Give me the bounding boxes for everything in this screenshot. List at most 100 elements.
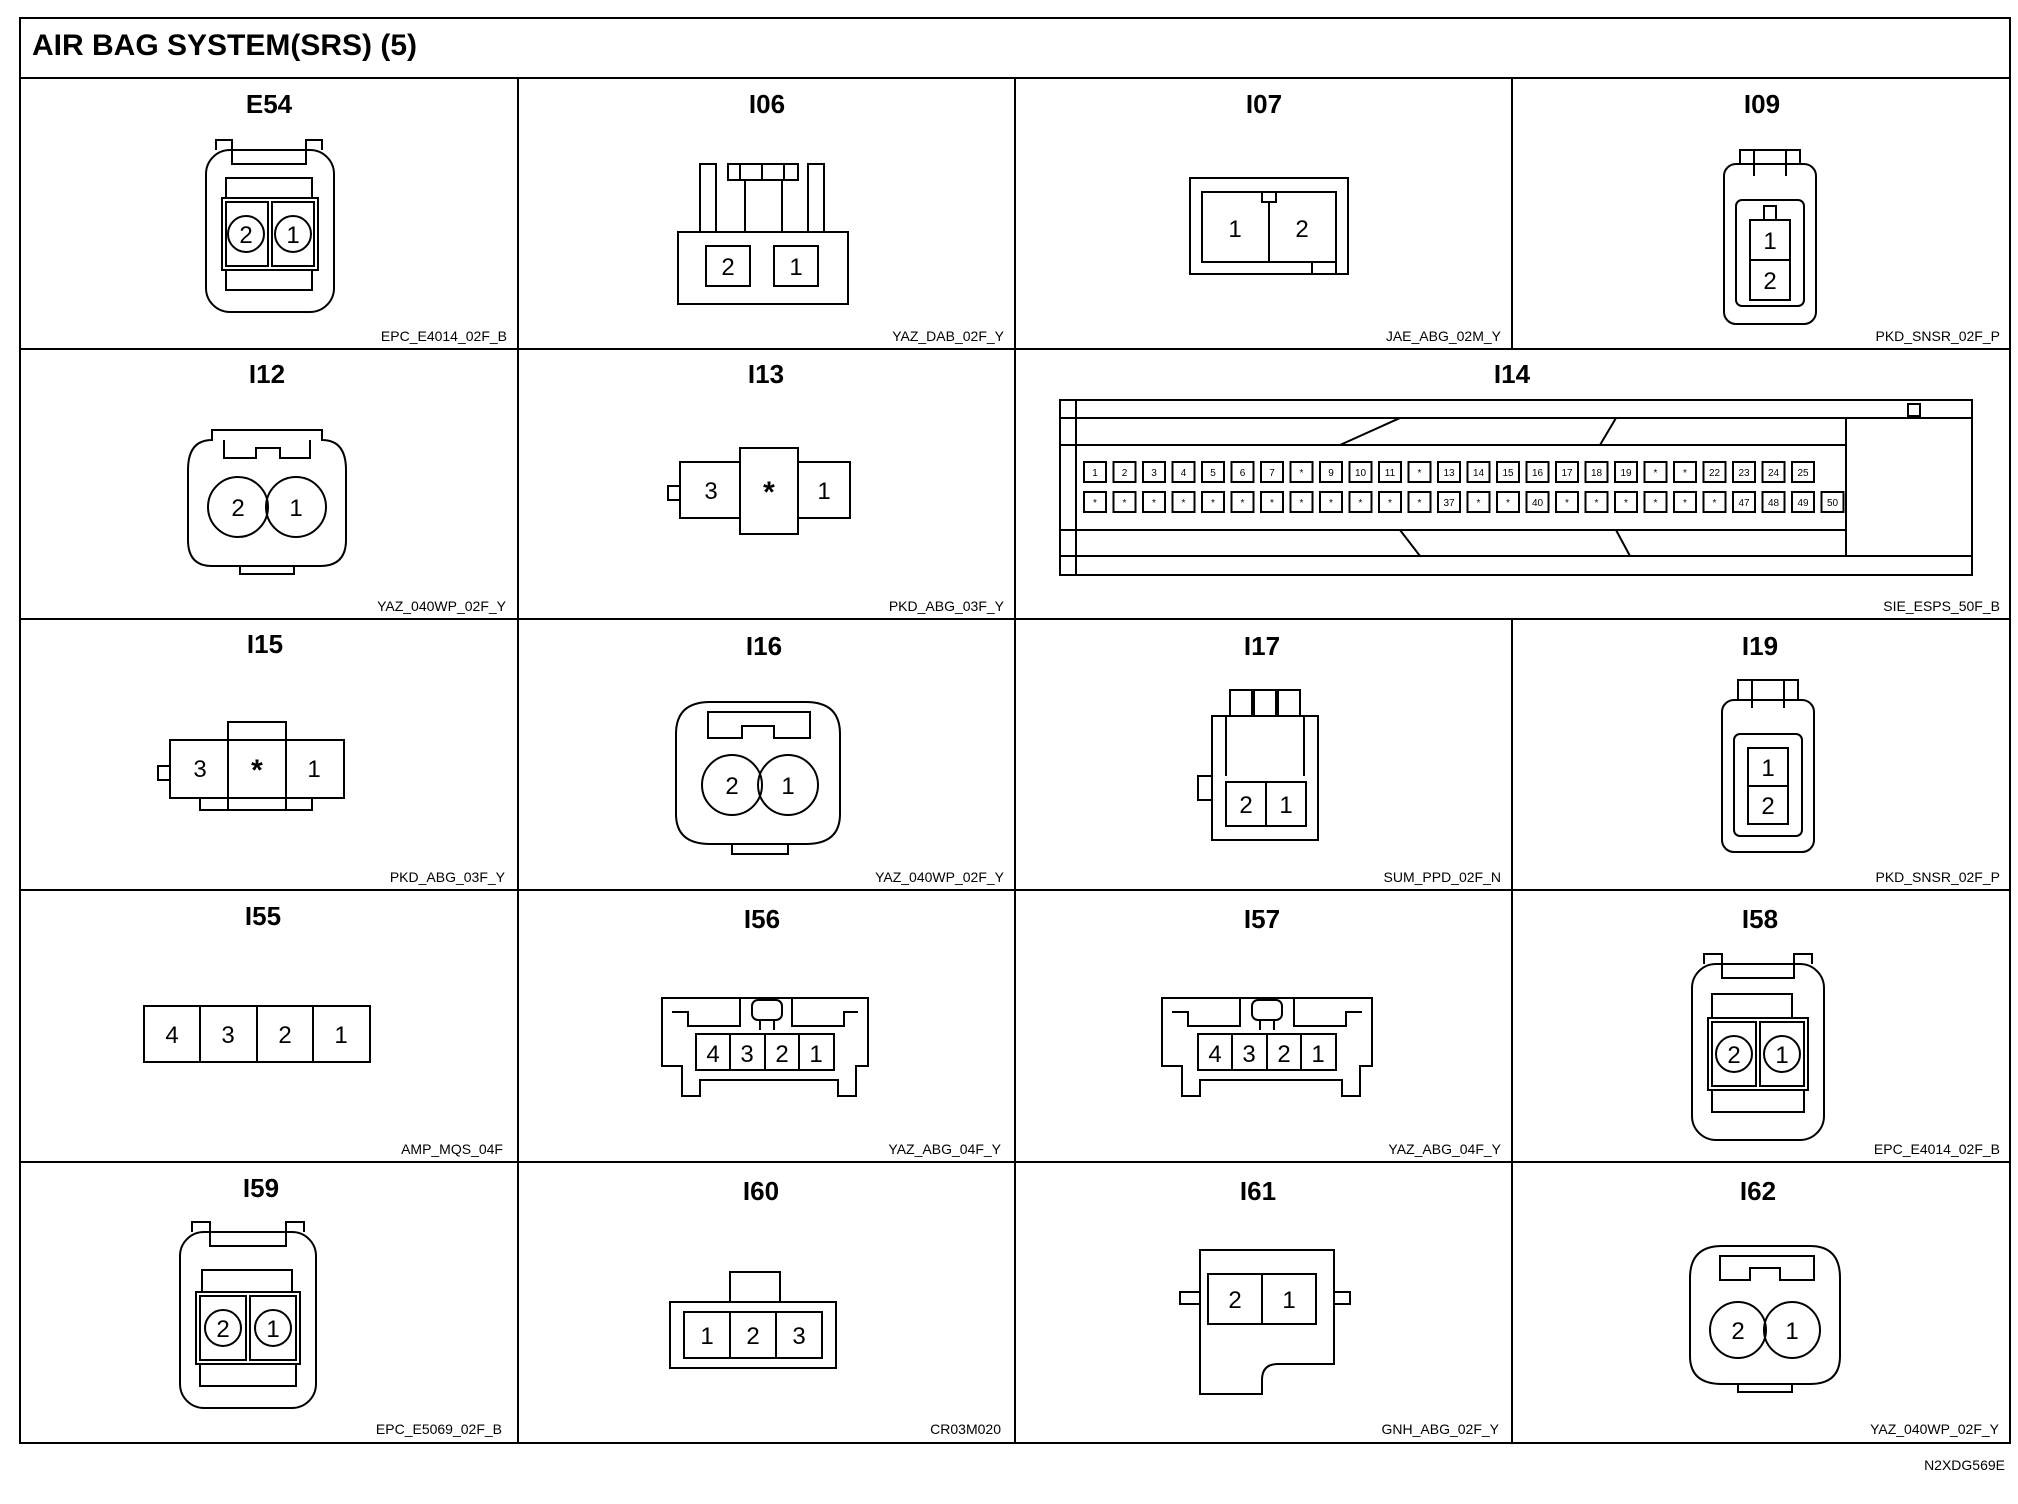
pin-label: 1 (1775, 1042, 1788, 1069)
pin-label: 1 (1282, 1287, 1295, 1314)
connector-i57: I57 YAZ_ABG_04F_Y 4 3 2 1 (1161, 904, 1502, 1157)
i14-pin-cell (1348, 491, 1373, 513)
pin-label: 2 (1727, 1042, 1740, 1069)
i14-pin-cell (1142, 491, 1166, 513)
connector-i56: I56 YAZ_ABG_04F_Y 4 3 2 1 (661, 904, 1002, 1157)
connector-id: I59 (243, 1173, 279, 1203)
pin-label: 3 (193, 756, 206, 783)
i14-pin-cell (1673, 461, 1697, 483)
i14-pin-cell (1466, 461, 1491, 483)
i14-pin-cell (1083, 491, 1107, 513)
connector-i59: I59 EPC_E5069_02F_B 2 1 (179, 1173, 502, 1437)
pin-label: 3 (704, 478, 717, 505)
i14-pin-cell (1584, 461, 1609, 483)
pin-label: 4 (1208, 1041, 1221, 1068)
i14-pin-label: 24 (1768, 468, 1780, 479)
connector-code: YAZ_ABG_04F_Y (888, 1141, 1001, 1157)
connector-id: I57 (1244, 904, 1280, 934)
i14-pin-label: * (1624, 498, 1628, 509)
page-title: AIR BAG SYSTEM(SRS) (5) (32, 29, 417, 62)
connector-id: I06 (749, 89, 785, 119)
i14-pin-label: 19 (1620, 468, 1632, 479)
pin-label: 2 (1761, 793, 1774, 820)
i14-pin-label: 13 (1443, 468, 1455, 479)
connector-code: PKD_ABG_03F_Y (889, 598, 1005, 614)
i14-pin-cell (1702, 461, 1727, 483)
i14-pin-cell (1289, 491, 1314, 513)
i14-pin-label: 14 (1473, 468, 1485, 479)
connector-code: YAZ_ABG_04F_Y (1388, 1141, 1501, 1157)
i14-pin-label: * (1182, 498, 1186, 509)
i14-pin-cell (1732, 461, 1756, 483)
connector-code: EPC_E5069_02F_B (376, 1421, 502, 1437)
connector-id: I15 (247, 629, 283, 659)
i14-pin-cell (1171, 491, 1196, 513)
pin-label: 2 (1295, 216, 1308, 243)
i14-pin-label: 47 (1738, 498, 1750, 509)
connector-id: I55 (245, 901, 281, 931)
connector-i55: I55 AMP_MQS_04F 4 3 2 1 (143, 901, 503, 1157)
i14-pin-cell (1614, 461, 1638, 483)
drawing-code: N2XDG569E (1924, 1457, 2005, 1473)
i14-pin-cell (1761, 491, 1786, 513)
connector-id: I58 (1742, 904, 1778, 934)
i14-pin-label: 25 (1797, 468, 1809, 479)
i14-pin-label: * (1270, 498, 1274, 509)
pin-label: 2 (278, 1022, 291, 1049)
i14-pin-label: 17 (1561, 468, 1573, 479)
pin-label: 1 (789, 254, 802, 281)
i14-pin-label: * (1300, 468, 1304, 479)
i14-pin-cell (1260, 461, 1284, 483)
connector-id: I09 (1744, 89, 1780, 119)
i14-pin-cell (1289, 461, 1314, 483)
pin-label: 4 (706, 1041, 719, 1068)
connector-code: PKD_ABG_03F_Y (390, 869, 506, 885)
connector-id: I17 (1244, 631, 1280, 661)
i14-pin-label: 50 (1827, 498, 1839, 509)
connector-code: PKD_SNSR_02F_P (1875, 869, 2000, 885)
i14-pin-label: 2 (1122, 468, 1128, 479)
connector-i13: I13 PKD_ABG_03F_Y 3 * 1 (667, 359, 1005, 614)
i14-pin-cell (1437, 461, 1461, 483)
connector-code: EPC_E4014_02F_B (1874, 1141, 2000, 1157)
pin-label: 3 (792, 1323, 805, 1350)
pin-label: 1 (1763, 228, 1776, 255)
pin-label: 1 (307, 756, 320, 783)
i14-pin-cell (1614, 491, 1638, 513)
connector-id: I07 (1246, 89, 1282, 119)
connector-i09: I09 PKD_SNSR_02F_P 1 2 (1723, 89, 2000, 344)
i14-pin-label: * (1418, 498, 1422, 509)
i14-pin-label: * (1359, 498, 1363, 509)
i14-pin-cell (1643, 491, 1668, 513)
i14-pin-label: 9 (1328, 468, 1334, 479)
connector-i19: I19 PKD_SNSR_02F_P 1 2 (1721, 631, 2000, 885)
pin-label: 2 (1731, 1318, 1744, 1345)
i14-pin-label: 23 (1738, 468, 1750, 479)
connector-i17: I17 SUM_PPD_02F_N 2 1 (1197, 631, 1502, 885)
i14-pin-cell (1791, 461, 1815, 483)
pin-label: 1 (266, 1316, 279, 1343)
connector-i12: I12 YAZ_040WP_02F_Y 2 1 (187, 359, 507, 614)
i14-pin-cell (1142, 461, 1166, 483)
connector-id: I14 (1494, 359, 1531, 389)
pin-label: 3 (740, 1041, 753, 1068)
i14-pin-cell (1702, 491, 1727, 513)
connector-code: AMP_MQS_04F (401, 1141, 503, 1157)
connector-i61: I61 GNH_ABG_02F_Y 2 1 (1179, 1176, 1500, 1437)
connector-code: SUM_PPD_02F_N (1384, 869, 1502, 885)
pin-label: 1 (1785, 1318, 1798, 1345)
i14-pin-cell (1437, 491, 1461, 513)
i14-pin-label: * (1713, 498, 1717, 509)
connector-code: CR03M020 (930, 1421, 1001, 1437)
i14-pin-cell (1820, 491, 1845, 513)
i14-pin-cell (1230, 461, 1255, 483)
pin-label: 2 (775, 1041, 788, 1068)
i14-pin-cell (1555, 461, 1579, 483)
connector-code: YAZ_040WP_02F_Y (377, 598, 507, 614)
connector-code: YAZ_040WP_02F_Y (1870, 1421, 2000, 1437)
pin-label: 1 (809, 1041, 822, 1068)
pin-label: 1 (1228, 216, 1241, 243)
i14-pin-cell (1732, 491, 1756, 513)
